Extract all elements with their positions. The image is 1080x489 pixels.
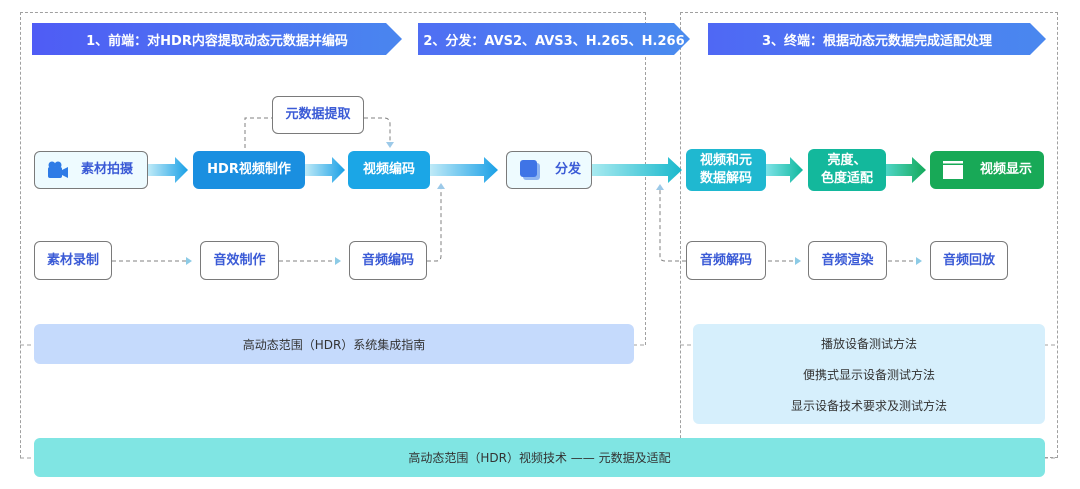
- audio-arrowhead-4: [916, 257, 922, 265]
- frame-joint-right: [680, 344, 1058, 459]
- stage2-banner: 2、分发：AVS2、AVS3、H.265、H.266: [418, 23, 690, 55]
- audio-arrowhead-3: [795, 257, 801, 265]
- test-methods-panel: 播放设备测试方法 便携式显示设备测试方法 显示设备技术要求及测试方法: [693, 324, 1045, 424]
- decode-arrowhead: [656, 184, 664, 190]
- audio-playback-node: 音频回放: [930, 241, 1008, 280]
- merge-arrowhead: [437, 183, 445, 189]
- distribution-node: 分发: [506, 151, 592, 189]
- display-label: 视频显示: [980, 162, 1033, 178]
- integration-guide-panel: 高动态范围（HDR）系统集成指南: [34, 324, 634, 364]
- frontend-distribution-frame: [20, 12, 646, 458]
- metadata-branch-line: [244, 117, 391, 148]
- video-camera-icon: [48, 161, 68, 178]
- layers-icon: [520, 160, 540, 180]
- footer-label: 高动态范围（HDR）视频技术 —— 元数据及适配: [408, 451, 671, 465]
- metadata-arrowhead: [386, 142, 394, 148]
- adapt-node: 亮度、 色度适配: [808, 149, 886, 191]
- clapperboard-icon: [943, 161, 963, 179]
- decode-node: 视频和元 数据解码: [686, 149, 766, 191]
- metadata-extract-node: 元数据提取: [272, 96, 364, 134]
- frontend-frame-right: [645, 12, 646, 345]
- test-method-item: 显示设备技术要求及测试方法: [790, 398, 947, 413]
- audio-arrowhead-2: [335, 257, 341, 265]
- arrow-encode-to-distribution: [430, 157, 498, 183]
- video-encode-node: 视频编码: [348, 151, 430, 189]
- record-node: 素材录制: [34, 241, 112, 280]
- effects-node: 音效制作: [200, 241, 279, 280]
- test-method-item: 便携式显示设备测试方法: [802, 367, 935, 382]
- capture-node: 素材拍摄: [34, 151, 148, 189]
- display-node: 视频显示: [930, 151, 1044, 189]
- arrow-distribution-to-decode: [592, 157, 682, 183]
- footer-panel: 高动态范围（HDR）视频技术 —— 元数据及适配: [34, 438, 1045, 477]
- arrow-capture-to-hdr: [148, 157, 188, 183]
- audio-decode-node: 音频解码: [686, 241, 766, 280]
- arrow-decode-to-adapt: [766, 157, 803, 183]
- audio-encode-merge-line: [427, 188, 442, 262]
- integration-guide-label: 高动态范围（HDR）系统集成指南: [242, 337, 426, 352]
- distribution-label: 分发: [555, 162, 582, 178]
- test-method-item: 播放设备测试方法: [820, 336, 917, 351]
- arrow-adapt-to-display: [886, 157, 926, 183]
- stage3-banner: 3、终端：根据动态元数据完成适配处理: [708, 23, 1046, 55]
- hdr-production-node: HDR视频制作: [193, 151, 305, 189]
- audio-arrowhead-1: [186, 257, 192, 265]
- audio-render-node: 音频渲染: [808, 241, 887, 280]
- arrow-hdr-to-encode: [305, 157, 345, 183]
- stage1-banner: 1、前端：对HDR内容提取动态元数据并编码: [32, 23, 402, 55]
- audio-encode-node: 音频编码: [349, 241, 427, 280]
- capture-label: 素材拍摄: [81, 162, 134, 178]
- audio-decode-branch-line: [659, 190, 686, 262]
